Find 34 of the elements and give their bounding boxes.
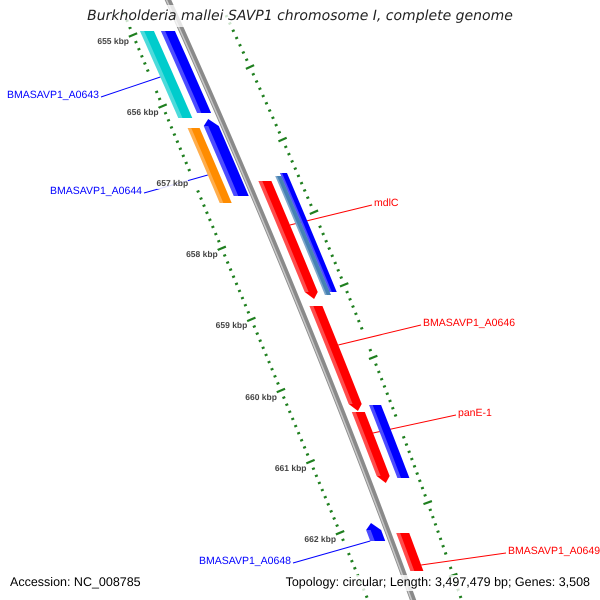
gene-bar <box>396 533 424 571</box>
tick-label: 662 kbp <box>304 534 336 544</box>
gene-bar <box>160 31 212 113</box>
gene-bar <box>188 128 232 203</box>
gene-bar <box>309 306 362 411</box>
tick-label: 655 kbp <box>97 37 129 46</box>
leader-line <box>100 76 161 98</box>
leader-line <box>338 324 422 346</box>
tick-label: 656 kbp <box>126 108 159 118</box>
gene-label: mdlC <box>374 198 399 210</box>
gene-bar <box>369 405 410 478</box>
gene-label: BMASAVP1_A0648 <box>198 556 291 568</box>
tick-label: 661 kbp <box>274 464 306 473</box>
leader-line <box>420 552 506 566</box>
gene-bar <box>140 31 192 118</box>
gene-bar <box>204 119 249 196</box>
gene-bar <box>275 176 331 295</box>
leader-line <box>292 540 371 564</box>
gene-label: BMASAVP1_A0644 <box>50 186 142 198</box>
gene-bar <box>366 523 386 541</box>
gene-label: panE-1 <box>458 408 492 420</box>
gene-label: BMASAVP1_A0646 <box>423 318 516 330</box>
tick-label: 660 kbp <box>245 392 277 402</box>
tick-label: 657 kbp <box>156 179 188 189</box>
gene-bar <box>352 412 390 483</box>
footer-text: Accession: NC_008785 <box>8 575 143 591</box>
footer-text: Topology: circular; Length: 3,497,479 bp; Genes: 3,508 <box>284 575 592 591</box>
gene-label: BMASAVP1_A0643 <box>6 90 99 102</box>
gene-bar <box>258 181 318 299</box>
leader-line <box>372 414 456 434</box>
gene-bar <box>280 173 337 292</box>
tick-label: 659 kbp <box>216 321 248 331</box>
gene-label: BMASAVP1_A0649 <box>508 546 600 558</box>
tick-label: 658 kbp <box>186 250 218 260</box>
